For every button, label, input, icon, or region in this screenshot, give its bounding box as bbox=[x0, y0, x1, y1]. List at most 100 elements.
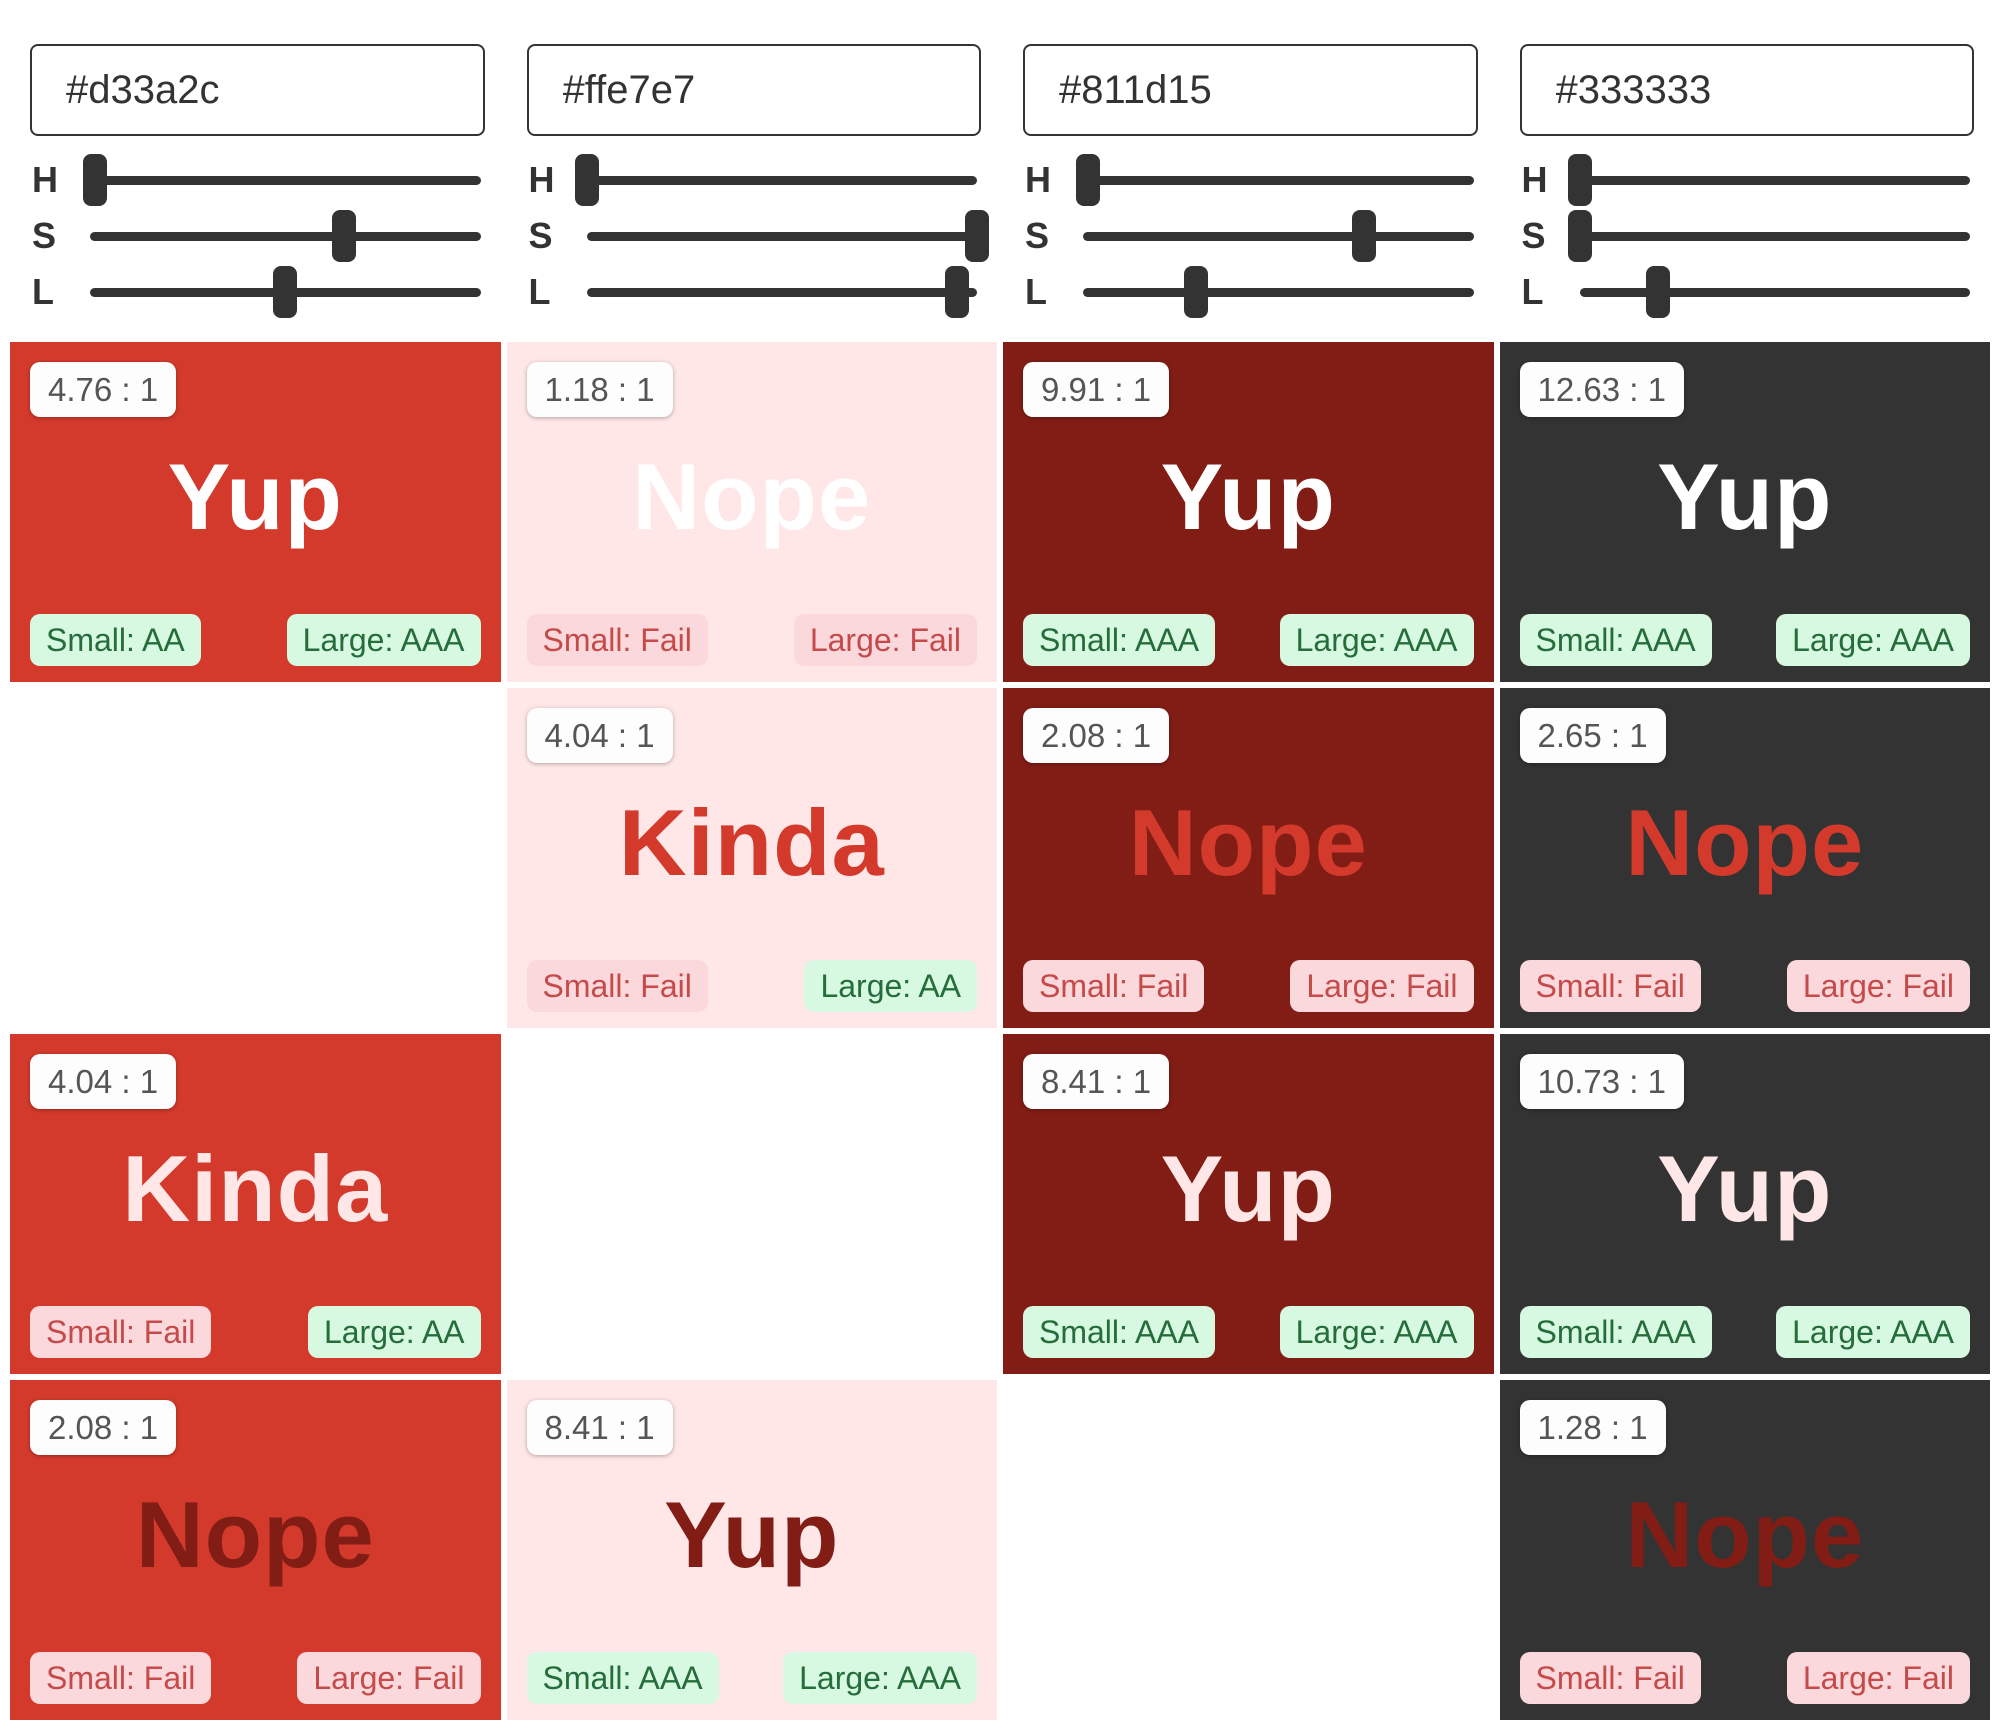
saturation-slider-row: S bbox=[1522, 208, 1970, 264]
contrast-card-r1c4: 12.63 : 1 Yup Small: AAA Large: AAA bbox=[1499, 342, 1990, 682]
color-controls-row: H S L H S L bbox=[0, 0, 2000, 320]
hex-color-input-3[interactable] bbox=[1023, 44, 1478, 136]
color-control-column-1: H S L bbox=[10, 44, 501, 320]
lightness-slider-label: L bbox=[1025, 271, 1047, 312]
contrast-ratio-chip: 9.91 : 1 bbox=[1023, 362, 1170, 417]
large-text-badge: Large: AAA bbox=[1776, 1306, 1970, 1358]
large-text-badge: Large: AAA bbox=[1279, 614, 1474, 666]
verdict-text: Yup bbox=[167, 444, 343, 549]
saturation-slider-label: S bbox=[1025, 215, 1050, 256]
verdict-text: Kinda bbox=[122, 1136, 389, 1241]
hue-slider-label: H bbox=[528, 159, 555, 200]
hue-slider-thumb[interactable] bbox=[574, 154, 599, 206]
lightness-slider-label: L bbox=[1521, 271, 1544, 312]
hue-slider-label: H bbox=[32, 159, 58, 200]
saturation-slider-thumb[interactable] bbox=[1352, 210, 1377, 262]
contrast-ratio-chip: 8.41 : 1 bbox=[526, 1400, 673, 1455]
lightness-slider[interactable] bbox=[1579, 266, 1970, 318]
contrast-card-r4c1: 2.08 : 1 Nope Small: Fail Large: Fail bbox=[10, 1380, 501, 1720]
contrast-card-r1c2: 1.18 : 1 Nope Small: Fail Large: Fail bbox=[506, 342, 997, 682]
color-control-column-2: H S L bbox=[507, 44, 998, 320]
lightness-slider[interactable] bbox=[1083, 266, 1474, 318]
contrast-ratio-chip: 10.73 : 1 bbox=[1519, 1054, 1684, 1109]
contrast-ratio-chip: 4.04 : 1 bbox=[30, 1054, 177, 1109]
large-text-badge: Large: AA bbox=[804, 960, 977, 1012]
hue-slider[interactable] bbox=[83, 154, 481, 206]
empty-cell-r4c3 bbox=[1003, 1380, 1494, 1720]
lightness-slider-row: L bbox=[32, 264, 481, 320]
saturation-slider[interactable] bbox=[1083, 210, 1474, 262]
contrast-ratio-chip: 4.04 : 1 bbox=[526, 708, 673, 763]
hue-slider[interactable] bbox=[574, 154, 977, 206]
large-text-badge: Large: Fail bbox=[1290, 960, 1474, 1012]
hex-color-input-4[interactable] bbox=[1519, 44, 1974, 136]
contrast-ratio-chip: 2.08 : 1 bbox=[30, 1400, 177, 1455]
verdict-text: Yup bbox=[1657, 1136, 1833, 1241]
lightness-slider-label: L bbox=[32, 271, 54, 312]
contrast-card-r2c2: 4.04 : 1 Kinda Small: Fail Large: AA bbox=[506, 688, 997, 1028]
large-text-badge: Large: Fail bbox=[1786, 1652, 1970, 1704]
empty-cell-r2c1 bbox=[10, 688, 501, 1028]
hsl-sliders-2: H S L bbox=[507, 152, 998, 320]
color-control-column-3: H S L bbox=[1003, 44, 1494, 320]
hue-slider[interactable] bbox=[1075, 154, 1474, 206]
large-text-badge: Large: Fail bbox=[793, 614, 977, 666]
saturation-slider-row: S bbox=[32, 208, 481, 264]
saturation-slider-thumb[interactable] bbox=[965, 210, 989, 262]
hue-slider-thumb[interactable] bbox=[1567, 154, 1592, 206]
contrast-card-r3c1: 4.04 : 1 Kinda Small: Fail Large: AA bbox=[10, 1034, 501, 1374]
saturation-slider-thumb[interactable] bbox=[331, 210, 356, 262]
contrast-ratio-chip: 1.18 : 1 bbox=[526, 362, 673, 417]
verdict-text: Yup bbox=[664, 1482, 840, 1587]
saturation-slider[interactable] bbox=[1567, 210, 1970, 262]
hex-color-input-2[interactable] bbox=[526, 44, 981, 136]
contrast-ratio-chip: 8.41 : 1 bbox=[1023, 1054, 1170, 1109]
hue-slider-label: H bbox=[1521, 159, 1548, 200]
small-text-badge: Small: AAA bbox=[1519, 1306, 1712, 1358]
contrast-card-r3c4: 10.73 : 1 Yup Small: AAA Large: AAA bbox=[1499, 1034, 1990, 1374]
contrast-card-r1c1: 4.76 : 1 Yup Small: AA Large: AAA bbox=[10, 342, 501, 682]
hue-slider-row: H bbox=[32, 152, 481, 208]
small-text-badge: Small: AAA bbox=[1023, 1306, 1216, 1358]
color-control-column-4: H S L bbox=[1500, 44, 1991, 320]
hsl-sliders-4: H S L bbox=[1500, 152, 1991, 320]
lightness-slider-label: L bbox=[528, 271, 551, 312]
large-text-badge: Large: AAA bbox=[783, 1652, 977, 1704]
saturation-slider[interactable] bbox=[90, 210, 481, 262]
hue-slider[interactable] bbox=[1567, 154, 1970, 206]
verdict-text: Yup bbox=[1160, 1136, 1336, 1241]
contrast-card-r4c2: 8.41 : 1 Yup Small: AAA Large: AAA bbox=[506, 1380, 997, 1720]
lightness-slider[interactable] bbox=[586, 266, 977, 318]
contrast-card-r3c3: 8.41 : 1 Yup Small: AAA Large: AAA bbox=[1003, 1034, 1494, 1374]
small-text-badge: Small: Fail bbox=[526, 960, 708, 1012]
small-text-badge: Small: Fail bbox=[1519, 960, 1701, 1012]
lightness-slider-thumb[interactable] bbox=[945, 266, 970, 318]
contrast-card-r4c4: 1.28 : 1 Nope Small: Fail Large: Fail bbox=[1499, 1380, 1990, 1720]
lightness-slider[interactable] bbox=[90, 266, 481, 318]
hue-slider-thumb[interactable] bbox=[83, 154, 108, 206]
large-text-badge: Large: AA bbox=[307, 1306, 481, 1358]
lightness-slider-thumb[interactable] bbox=[273, 266, 298, 318]
small-text-badge: Small: AA bbox=[30, 614, 201, 666]
hue-slider-thumb[interactable] bbox=[1075, 154, 1100, 206]
contrast-ratio-chip: 2.65 : 1 bbox=[1519, 708, 1666, 763]
small-text-badge: Small: Fail bbox=[1023, 960, 1205, 1012]
verdict-text: Yup bbox=[1160, 444, 1336, 549]
verdict-text: Nope bbox=[135, 1482, 375, 1587]
verdict-text: Kinda bbox=[618, 790, 885, 895]
contrast-card-r2c4: 2.65 : 1 Nope Small: Fail Large: Fail bbox=[1499, 688, 1990, 1028]
lightness-slider-row: L bbox=[1521, 264, 1970, 320]
saturation-slider[interactable] bbox=[586, 210, 989, 262]
saturation-slider-thumb[interactable] bbox=[1567, 210, 1592, 262]
large-text-badge: Large: AAA bbox=[1279, 1306, 1474, 1358]
contrast-ratio-chip: 12.63 : 1 bbox=[1519, 362, 1684, 417]
large-text-badge: Large: Fail bbox=[1786, 960, 1970, 1012]
lightness-slider-thumb[interactable] bbox=[1645, 266, 1670, 318]
small-text-badge: Small: AAA bbox=[1023, 614, 1216, 666]
lightness-slider-row: L bbox=[1025, 264, 1474, 320]
small-text-badge: Small: AAA bbox=[526, 1652, 719, 1704]
verdict-text: Nope bbox=[632, 444, 872, 549]
hex-color-input-1[interactable] bbox=[30, 44, 485, 136]
small-text-badge: Small: AAA bbox=[1519, 614, 1712, 666]
lightness-slider-thumb[interactable] bbox=[1184, 266, 1209, 318]
